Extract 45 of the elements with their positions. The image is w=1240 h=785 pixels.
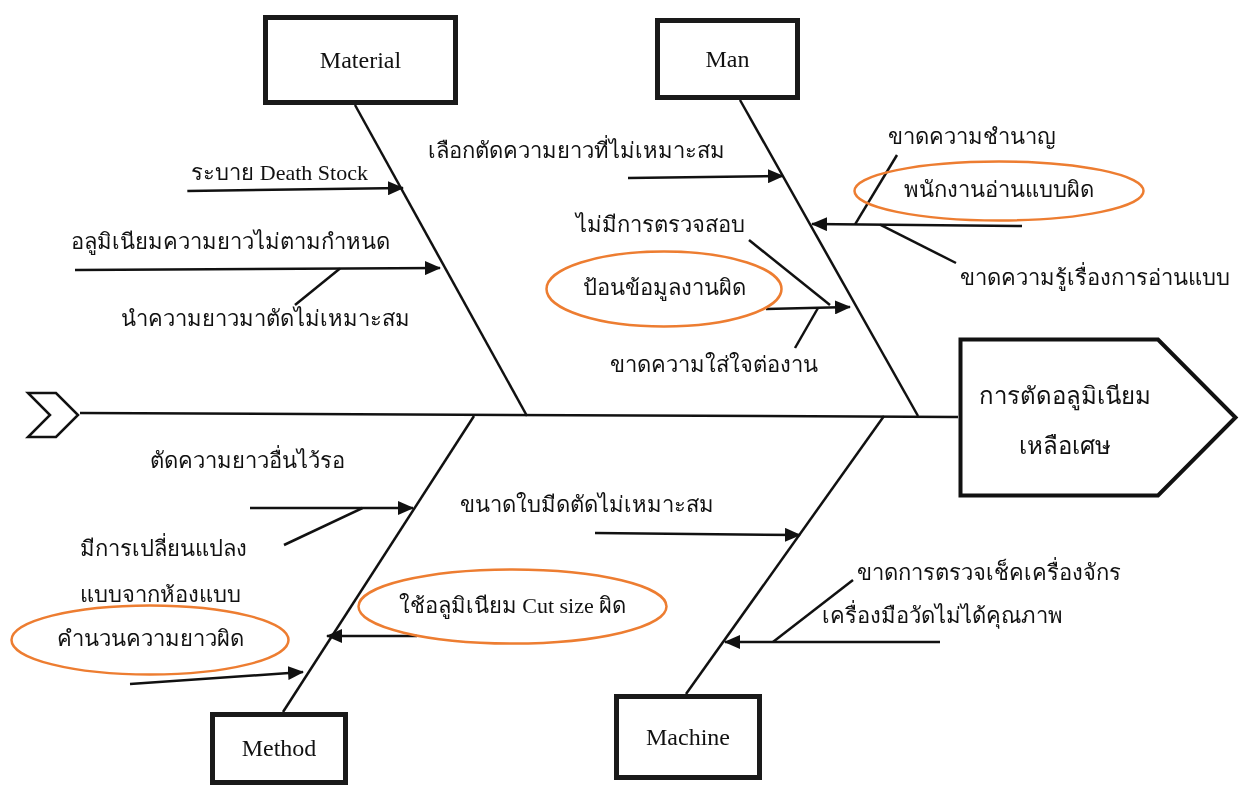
cause-label: ใช้อลูมิเนียม Cut size ผิด	[398, 592, 627, 618]
category-box: Man	[655, 18, 800, 100]
connector-line	[283, 506, 363, 547]
cause-label: พนักงานอ่านแบบผิด	[904, 177, 1094, 203]
connector-line	[294, 267, 341, 306]
arrow	[75, 261, 441, 276]
connector-line	[793, 307, 820, 349]
cause-label: อลูมิเนียมความยาวไม่ตามกำหนด	[71, 229, 390, 255]
cause-label: ขาดความใส่ใจต่องาน	[610, 352, 818, 378]
cause-label: มีการเปลี่ยนแปลงแบบจากห้องแบบ	[80, 526, 280, 618]
cause-label: ป้อนข้อมูลงานผิด	[582, 275, 746, 301]
highlight-ellipse	[10, 604, 290, 676]
arrow	[326, 629, 417, 643]
category-box: Method	[210, 712, 348, 785]
cause-label: คำนวนความยาวผิด	[56, 626, 244, 652]
connector-line	[879, 223, 957, 265]
connector-line	[772, 579, 854, 643]
cause-label: ระบาย Death Stock	[191, 160, 368, 186]
effect-label: การตัดอลูมิเนียมเหลือเศษ	[978, 382, 1152, 461]
effect-pentagon	[958, 337, 1238, 498]
cause-label: ขนาดใบมีดตัดไม่เหมาะสม	[460, 492, 714, 518]
cause-label: นำความยาวมาตัดไม่เหมาะสม	[121, 306, 410, 332]
category-box: Material	[263, 15, 458, 105]
arrow	[187, 181, 404, 196]
spine-line	[80, 411, 958, 419]
arrow	[628, 169, 784, 184]
bone-line	[738, 99, 920, 417]
category-box: Machine	[614, 694, 762, 780]
bone-line	[685, 415, 885, 695]
highlight-ellipse	[853, 160, 1145, 222]
connector-line	[854, 154, 899, 226]
arrow	[250, 501, 414, 515]
bone-line	[281, 415, 476, 713]
arrow	[811, 217, 1022, 232]
cause-label: ขาดความชำนาญ	[888, 124, 1056, 150]
highlight-ellipse	[545, 250, 783, 328]
cause-label: ไม่มีการตรวจสอบ	[576, 212, 745, 238]
arrow	[595, 527, 801, 542]
connector-line	[748, 239, 831, 306]
arrow	[129, 666, 304, 686]
highlight-ellipse	[357, 568, 668, 645]
bone-line	[353, 104, 529, 417]
arrow	[724, 635, 940, 649]
arrow	[765, 300, 851, 315]
tail-chevron	[26, 391, 80, 439]
